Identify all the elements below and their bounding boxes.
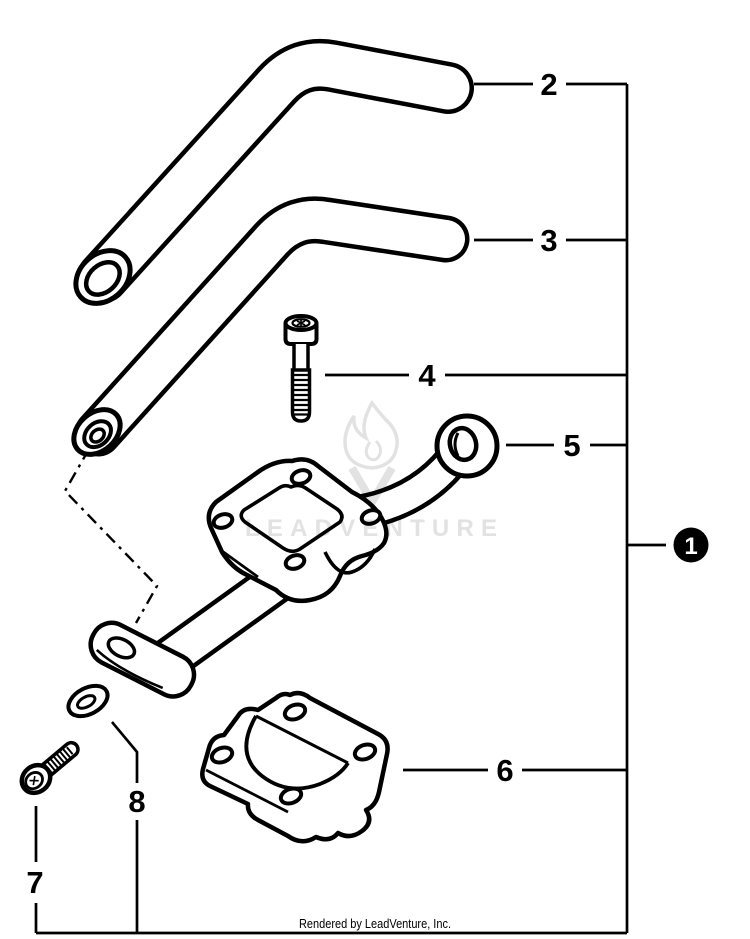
part-pan-head-screw [19, 740, 80, 796]
assembly-alignment-dashed-line [63, 448, 159, 624]
callout-5-label: 5 [563, 428, 580, 463]
callout-6-label: 6 [496, 753, 513, 788]
part-handle-tube-upper [73, 38, 474, 306]
bracket-foot [88, 620, 197, 699]
callout-8-label: 8 [128, 784, 145, 819]
callout-7-label: 7 [26, 865, 43, 900]
part-handle-tube-lower [71, 196, 470, 457]
callout-2-label: 2 [540, 67, 557, 102]
footer-credit: Rendered by LeadVenture, Inc. [299, 917, 451, 931]
part-clamp-lower [200, 690, 390, 844]
callout-3-label: 3 [540, 223, 557, 258]
watermark-logo-icon [348, 465, 396, 510]
tube-open-end [73, 248, 133, 306]
callout-labels: 2 3 4 5 6 7 8 [26, 67, 580, 900]
part-clamp-screw [283, 314, 319, 423]
screw-threads [293, 373, 309, 416]
torx-socket-icon [291, 318, 311, 328]
callout-leader-lines [34, 82, 666, 935]
watermark-flame-icon [343, 399, 399, 470]
bracket-boss [434, 413, 500, 479]
clamp-screw-holes [209, 702, 378, 806]
watermark-text: LEADVENTURE [245, 515, 507, 542]
watermark: LEADVENTURE [245, 399, 507, 542]
callout-4-label: 4 [418, 358, 436, 393]
callout-8-line [110, 721, 139, 933]
tube-ferrule-end [71, 407, 123, 457]
part-washer [66, 683, 110, 719]
part-handle-bracket [88, 413, 500, 699]
callout-1-label: 1 [684, 533, 697, 560]
callout-1-badge: 1 [673, 527, 709, 563]
bracket-screw-holes [211, 468, 383, 571]
